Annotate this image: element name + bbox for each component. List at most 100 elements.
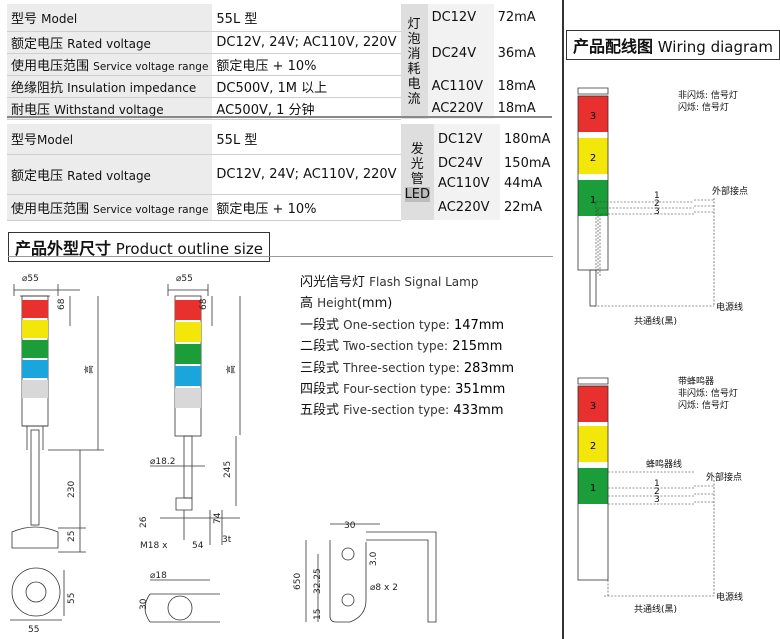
dim-label: 30 (139, 598, 149, 610)
spec-label: 额定电压 Rated voltage (7, 154, 213, 195)
dim-label: 25 (67, 531, 77, 542)
lamp-heading: 闪光信号灯 Flash Signal Lamp (300, 275, 479, 290)
lamp-base (11, 526, 59, 549)
dim-label: ⌀18.2 (150, 457, 175, 467)
segment-label: 3 (590, 111, 596, 122)
spec-value: 55L 型 (212, 4, 401, 32)
dim-label: 650 (293, 573, 303, 590)
size-row: 三段式 Three-section type: 283mm (300, 360, 515, 376)
dim-label: 230 (67, 481, 77, 498)
wiring-note: 闪烁: 信号灯 (678, 101, 729, 113)
spec-label: 使用电压范围 Service voltage range (7, 194, 213, 221)
dim-label: 高 (225, 365, 237, 374)
wire-number: 3 (654, 207, 660, 217)
buzzer-line-label: 蜂鸣器线 (646, 458, 682, 470)
spec-label: 绝缘阻抗 Insulation impedance (7, 75, 213, 98)
segment-label: 2 (590, 441, 596, 452)
voltage-cell: DC12V (434, 124, 501, 154)
lamp1-segments (22, 300, 48, 398)
wire-number: 1 (654, 191, 660, 201)
segment-label: 1 (590, 195, 596, 206)
spec-value: AC500V, 1 分钟 (212, 97, 401, 120)
size-row: 二段式 Two-section type: 215mm (300, 339, 503, 355)
wiring-note: 闪烁: 信号灯 (678, 399, 729, 411)
current-cell: 18mA (497, 100, 536, 116)
spec-label: 耐电压 Withstand voltage (7, 97, 213, 120)
bracket-hole (167, 595, 193, 621)
base-top-view (11, 567, 61, 617)
outline-section-title: 产品外型尺寸 Product outline size (8, 232, 271, 262)
spec-label: 使用电压范围 Service voltage range (7, 53, 213, 76)
current-cell: 72mA (497, 10, 536, 25)
dim-label: 74 (213, 512, 223, 524)
spec-value: DC12V, 24V; AC110V, 220V (212, 154, 401, 195)
current-cell: 36mA (497, 45, 536, 61)
current-cell: 180mA (504, 131, 551, 147)
dim-label: 15 (313, 609, 323, 620)
voltage-cell: AC110V (427, 75, 494, 97)
external-contact-label: 外部接点 (712, 185, 748, 197)
wire-number: 2 (654, 199, 660, 209)
l-bracket (329, 540, 367, 623)
dim-label: 26 (139, 516, 149, 528)
lamp-pole (30, 429, 40, 526)
voltage-cell: DC12V (427, 4, 494, 31)
dim-label: 高 (83, 365, 95, 374)
mount-hole-top (341, 547, 355, 561)
segment-label: 2 (590, 153, 596, 164)
dim-label: ⌀18 (150, 571, 167, 581)
current-cell: 18mA (497, 78, 536, 94)
dim-label: 54 (192, 541, 204, 551)
segment-label: 1 (590, 483, 596, 494)
wiring-note: 非闪烁: 信号灯 (678, 387, 738, 399)
wiring-section-title: 产品配线图 Wiring diagram (566, 30, 780, 60)
spec-value: 55L 型 (212, 124, 401, 155)
wiring-note: 带蜂鸣器 (678, 375, 714, 387)
lamp2-threaded-rod (183, 435, 193, 499)
dim-label: 245 (223, 461, 233, 478)
outline-drawings: ⌀55 68 高 230 25 55 55 ⌀55 68 高 ⌀18.2 245… (10, 274, 437, 635)
size-row: 五段式 Five-section type: 433mm (300, 403, 504, 419)
wiring-bottom-lamp: 3 2 1 (577, 377, 609, 581)
dim-label: 32.25 (313, 568, 323, 594)
dim-label: M18 x (140, 541, 168, 551)
spec-label: 额定电压 Rated voltage (7, 31, 213, 54)
spec-label: 型号 Model (7, 4, 213, 32)
dim-label: 3t (222, 535, 232, 545)
common-line-label: 共通线(黑) (634, 603, 677, 615)
voltage-cell: AC220V (427, 97, 494, 119)
current-cell: 22mA (504, 199, 543, 215)
dim-label: ⌀55 (176, 274, 193, 284)
spec-table-lamp: 型号 Model 55L 型 灯泡消耗电流 DC12V 72mA 额定电压 Ra… (7, 4, 546, 120)
spec-value: 额定电压 + 10% (212, 53, 401, 76)
wire-number: 3 (654, 495, 660, 505)
height-list: 闪光信号灯 Flash Signal Lamp 高 Height(mm) 一段式… (300, 272, 514, 422)
segment-label: 3 (590, 401, 596, 412)
common-line-label: 共通线(黑) (634, 315, 677, 327)
wire-number: 2 (654, 487, 660, 497)
power-line-label: 电源线 (716, 301, 743, 313)
wiring-top-lamp: 3 2 1 (577, 87, 609, 307)
spec-value: 额定电压 + 10% (212, 194, 401, 221)
wire-number: 1 (654, 479, 660, 489)
column-divider (562, 0, 564, 639)
dim-label: 55 (28, 625, 39, 635)
wiring-diagrams: 3 2 1 非闪烁: 信号灯 闪烁: 信号灯 外部接点 1 2 3 电源线 共通… (577, 87, 748, 615)
mount-hole-bottom (341, 593, 355, 607)
size-row: 一段式 One-section type: 147mm (300, 317, 505, 333)
dim-label: 68 (57, 298, 67, 310)
dim-label: 3.0 (369, 551, 379, 566)
voltage-cell: AC220V (434, 194, 501, 220)
external-contact-label: 外部接点 (706, 471, 742, 483)
dim-label: 30 (344, 521, 356, 531)
spec-value: DC12V, 24V; AC110V, 220V (212, 31, 401, 54)
dim-label: ⌀55 (22, 274, 39, 284)
dim-label: 55 (67, 593, 77, 604)
voltage-cell: DC24V (427, 31, 494, 75)
outline-title-rule (8, 256, 553, 257)
size-row: 四段式 Four-section type: 351mm (300, 382, 506, 398)
